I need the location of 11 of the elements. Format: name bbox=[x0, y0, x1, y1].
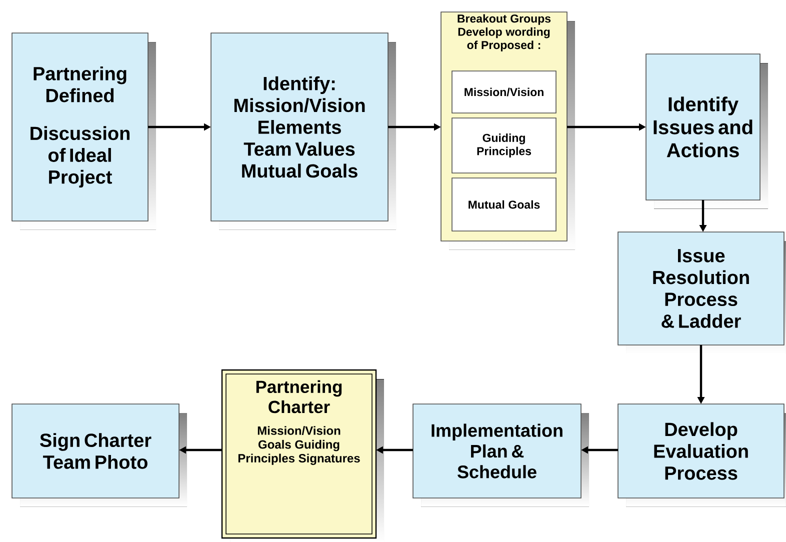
process-box: Sign Charter Team Photo bbox=[12, 404, 187, 507]
process-box: Identify: Mission/Vision Elements Team Values Mutual Goals bbox=[210, 32, 396, 230]
sub-box: Guiding Principles bbox=[452, 118, 556, 174]
sub-box: Mutual Goals bbox=[452, 178, 556, 232]
process-box: Issue Resolution Process & Ladder bbox=[618, 232, 786, 354]
process-box: Implementation Plan & Schedule bbox=[412, 404, 589, 507]
process-box: Partnering Defined Discussion of Ideal Project bbox=[12, 32, 156, 230]
process-box: Identify Issues and Actions bbox=[646, 54, 768, 209]
charter-box: Partnering Charter Mission/Vision Goals Guiding Principles Signatures bbox=[221, 369, 384, 542]
process-box: Develop Evaluation Process bbox=[618, 404, 786, 507]
sub-box: Mission/Vision bbox=[452, 70, 556, 114]
